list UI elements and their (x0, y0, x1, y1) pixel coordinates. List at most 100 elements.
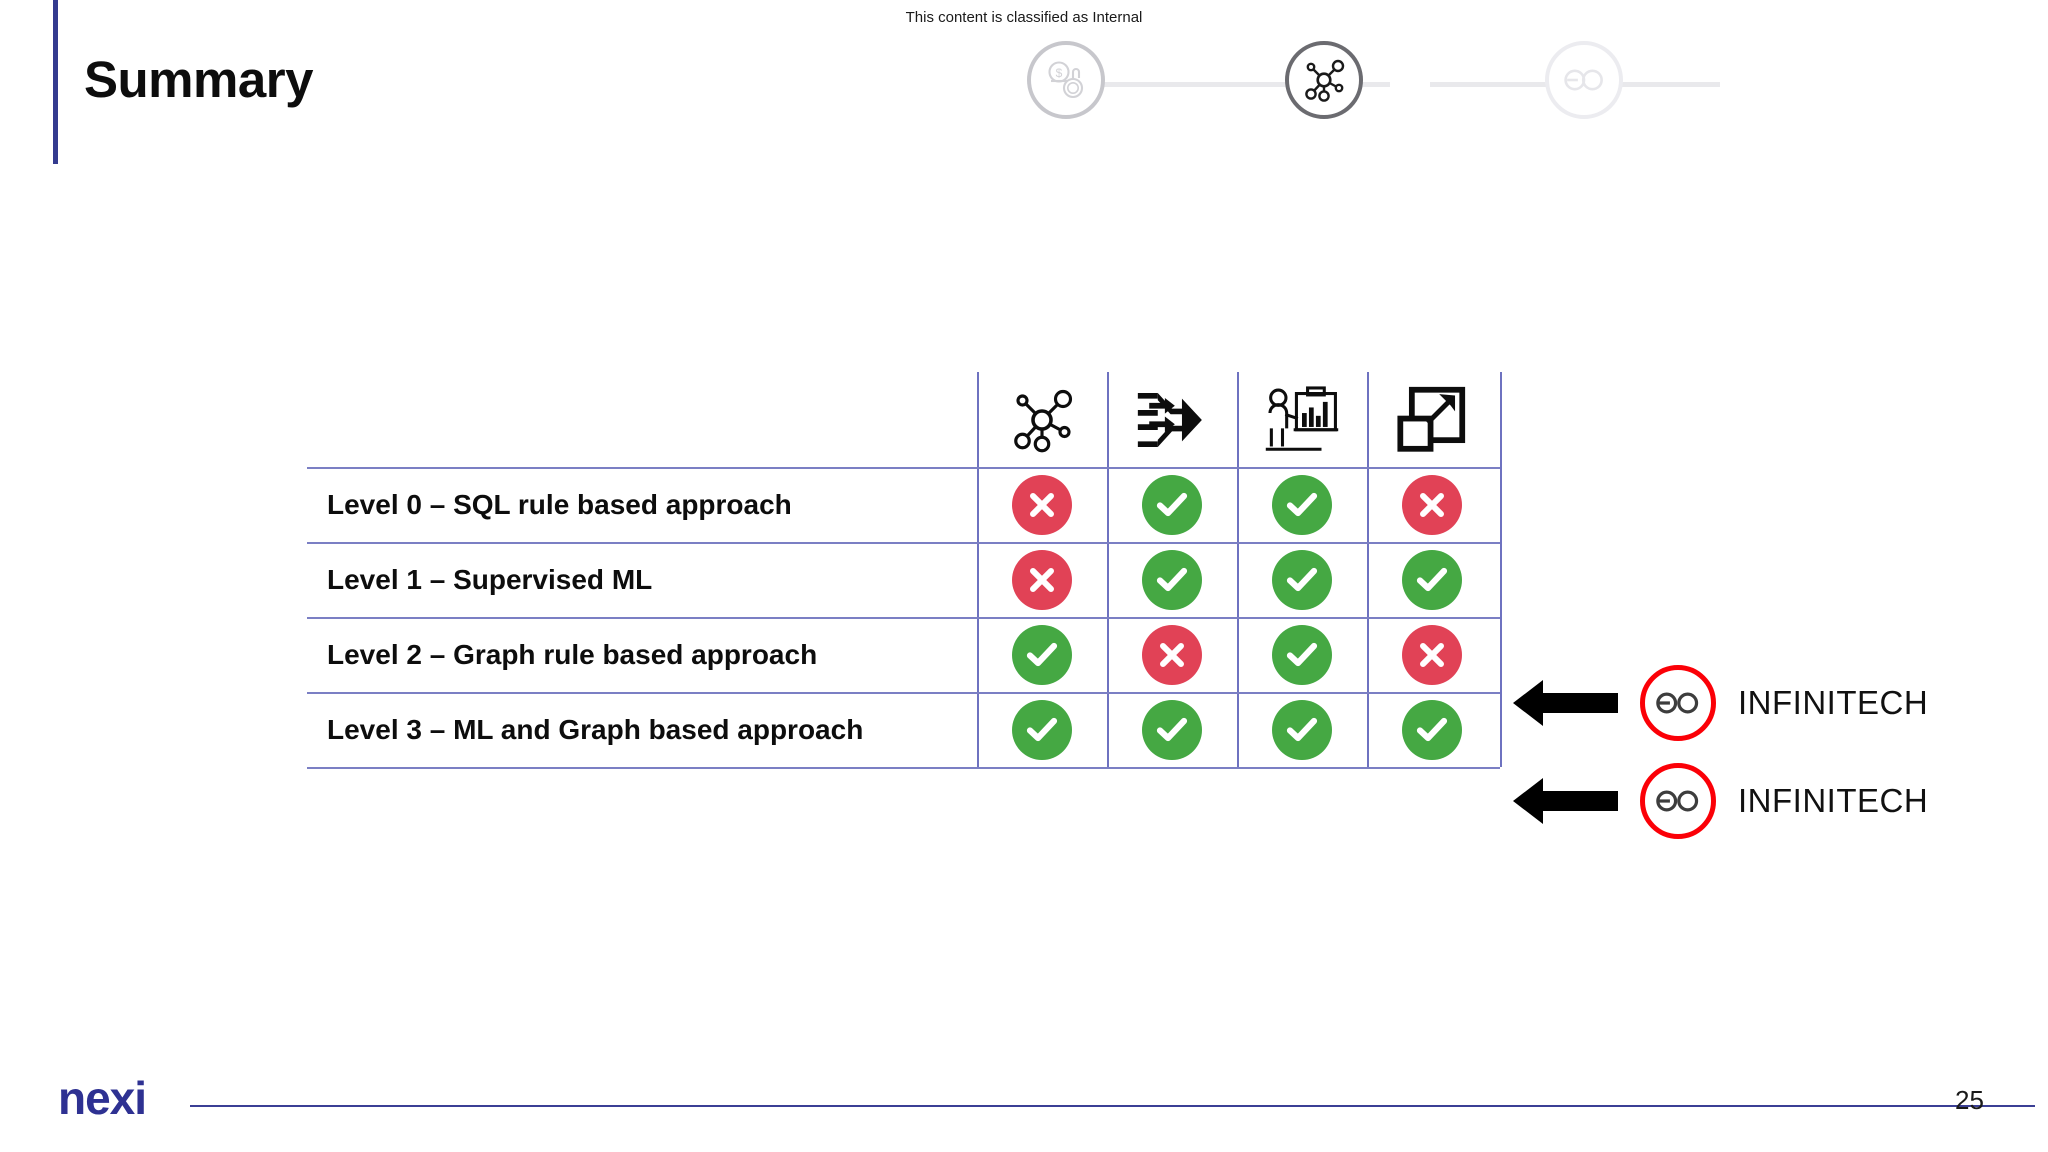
page-number: 25 (1955, 1085, 1984, 1115)
check-icon (1286, 642, 1318, 666)
check-icon (1026, 642, 1058, 666)
money-handcuffs-icon: $ (1048, 61, 1084, 99)
nexi-logo: nexi (58, 1072, 178, 1129)
callout-infinitech: INFINITECH (1513, 763, 1928, 839)
table-cell (1367, 474, 1497, 535)
column-header-scalability (1367, 385, 1497, 455)
callout-label: INFINITECH (1738, 782, 1929, 819)
mark-yes (1272, 549, 1332, 610)
row-sep-2 (307, 617, 1500, 619)
table-row: Level 0 – SQL rule based approach (307, 467, 1502, 542)
row-label: Level 3 – ML and Graph based approach (327, 713, 864, 745)
mark-no (1012, 474, 1072, 535)
callout-label: INFINITECH (1738, 684, 1929, 721)
stepper-step-graph[interactable] (1285, 41, 1363, 119)
table-cell (1107, 699, 1237, 760)
table-cell (1107, 549, 1237, 610)
cross-icon (1160, 642, 1184, 667)
check-icon (1156, 492, 1188, 516)
mark-no (1142, 624, 1202, 685)
mark-yes (1012, 624, 1072, 685)
table-right-edge (1500, 372, 1502, 767)
table-header-row (307, 372, 1502, 467)
table-row: Level 1 – Supervised ML (307, 542, 1502, 617)
cross-icon (1030, 567, 1054, 592)
check-icon (1156, 567, 1188, 591)
table-cell (1367, 699, 1497, 760)
classification-banner: This content is classified as Internal (905, 9, 1143, 26)
column-header-graph (977, 384, 1107, 456)
check-icon (1286, 717, 1318, 741)
mark-yes (1142, 474, 1202, 535)
row-sep-3 (307, 692, 1500, 694)
check-icon (1156, 717, 1188, 741)
row-sep-1 (307, 542, 1500, 544)
mark-yes (1142, 699, 1202, 760)
table-cell (977, 624, 1107, 685)
infinitech-infinity-icon (1656, 692, 1699, 714)
left-arrow-icon (1513, 680, 1618, 726)
table-cell (1237, 549, 1367, 610)
table-cell (1367, 549, 1497, 610)
mark-yes (1012, 699, 1072, 760)
scalability-expand-icon (1397, 386, 1466, 452)
column-header-explainability (1237, 385, 1367, 455)
presenter-bar-chart-icon (1265, 385, 1339, 451)
table-cell (1367, 624, 1497, 685)
svg-text:$: $ (1056, 66, 1063, 80)
check-icon (1416, 717, 1448, 741)
check-icon (1416, 567, 1448, 591)
stepper-step-fraud[interactable]: $ (1027, 41, 1105, 119)
table-cell (977, 699, 1107, 760)
mark-no (1012, 549, 1072, 610)
cross-icon (1030, 492, 1054, 517)
table-row: Level 2 – Graph rule based approach (307, 617, 1502, 692)
col-sep-4-head (1367, 372, 1369, 467)
svg-text:nexi: nexi (58, 1076, 146, 1124)
callout-infinitech: INFINITECH (1513, 665, 1928, 741)
row-sep-header (307, 467, 1500, 469)
page-title: Summary (84, 51, 313, 108)
table-row: Level 3 – ML and Graph based approach (307, 692, 1502, 767)
check-icon (1026, 717, 1058, 741)
footer-divider (190, 1105, 2035, 1107)
mark-yes (1142, 549, 1202, 610)
nexi-wordmark-icon: nexi (58, 1072, 147, 1124)
table-cell (977, 474, 1107, 535)
title-accent-bar (53, 0, 58, 164)
check-icon (1286, 492, 1318, 516)
table-cell (1237, 474, 1367, 535)
table-cell (1107, 474, 1237, 535)
left-arrow-icon (1513, 778, 1618, 824)
infinitech-logo-ring (1640, 763, 1716, 839)
check-icon (1286, 567, 1318, 591)
table-cell (977, 549, 1107, 610)
column-header-speed (1107, 387, 1237, 453)
cross-icon (1420, 492, 1444, 517)
col-sep-1-head (977, 372, 979, 467)
cross-icon (1420, 642, 1444, 667)
merge-arrows-icon (1137, 392, 1202, 447)
col-sep-3-head (1237, 372, 1239, 467)
mark-no (1402, 474, 1462, 535)
infinitech-infinity-icon (1564, 69, 1603, 91)
progress-stepper: $ (1000, 35, 1760, 135)
mark-yes (1272, 624, 1332, 685)
mark-yes (1272, 699, 1332, 760)
mark-yes (1402, 699, 1462, 760)
table-cell (1107, 624, 1237, 685)
mark-yes (1272, 474, 1332, 535)
infinitech-infinity-icon (1656, 790, 1699, 812)
table-cell (1237, 624, 1367, 685)
graph-network-icon (1305, 59, 1345, 102)
table-cell (1237, 699, 1367, 760)
row-label: Level 1 – Supervised ML (327, 563, 653, 595)
col-sep-2-head (1107, 372, 1109, 467)
stepper-step-infinitech[interactable] (1545, 41, 1623, 119)
mark-yes (1402, 549, 1462, 610)
row-sep-4 (307, 767, 1500, 769)
mark-no (1402, 624, 1462, 685)
infinitech-logo-ring (1640, 665, 1716, 741)
row-label: Level 0 – SQL rule based approach (327, 488, 792, 520)
